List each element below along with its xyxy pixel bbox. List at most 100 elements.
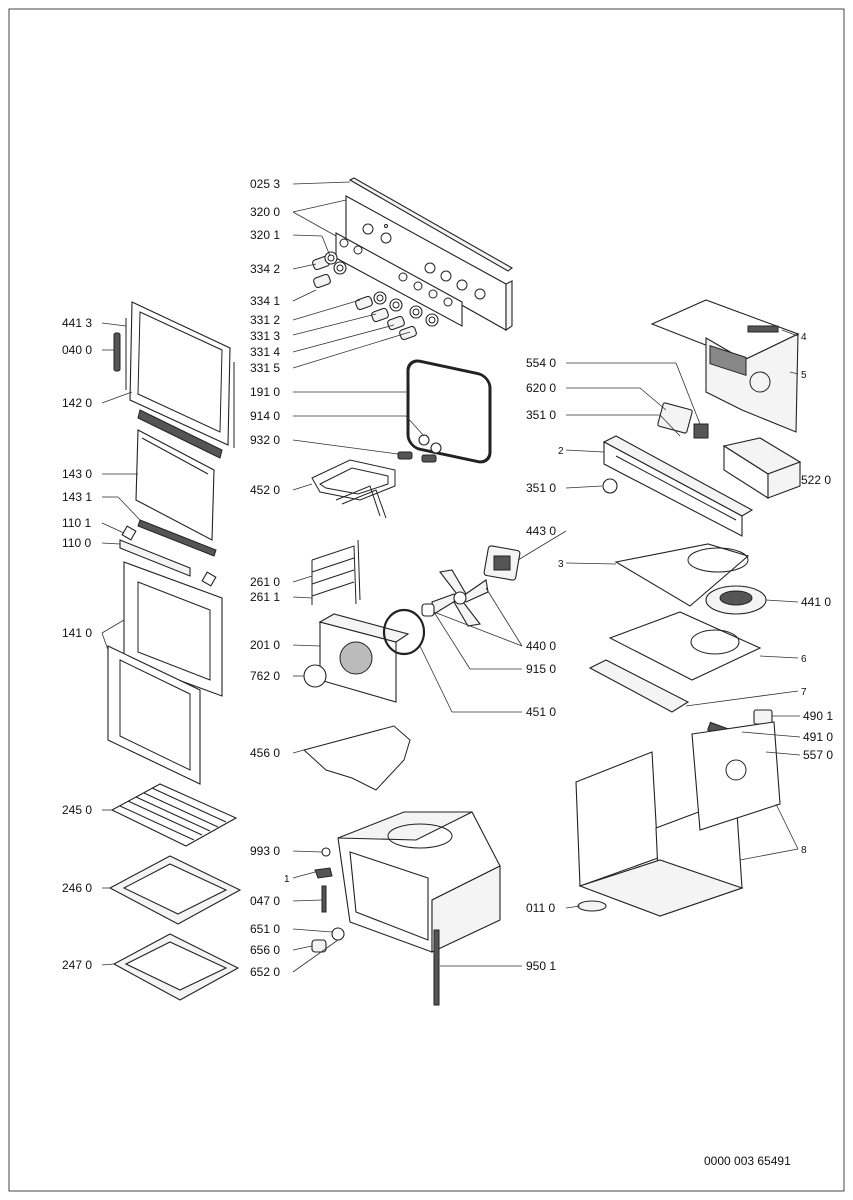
callout-331-2: 331 2	[250, 313, 280, 327]
callout-6: 6	[801, 654, 807, 665]
callout-452-0: 452 0	[250, 483, 280, 497]
callout-191-0: 191 0	[250, 385, 280, 399]
part-hinge-strip	[137, 519, 217, 557]
callout-320-0: 320 0	[250, 205, 280, 219]
part-terminal-block	[722, 437, 802, 500]
callout-441-0: 441 0	[801, 595, 831, 609]
part-oven-cavity	[337, 811, 501, 953]
callout-331-4: 331 4	[250, 345, 280, 359]
part-grid-shelf	[110, 783, 238, 847]
part-door-glass-rear	[107, 645, 201, 785]
part-knobs-331	[355, 291, 439, 341]
part-seal-strip	[433, 929, 440, 1006]
part-hub-915	[421, 603, 435, 617]
callout-320-1: 320 1	[250, 228, 280, 242]
part-inner-panel	[335, 232, 463, 327]
part-nut-914	[418, 434, 430, 446]
callout-443-0: 443 0	[526, 524, 556, 538]
callout-334-2: 334 2	[250, 262, 280, 276]
callout-331-5: 331 5	[250, 361, 280, 375]
callout-7: 7	[801, 687, 807, 698]
part-deflector-plate	[608, 611, 762, 681]
callout-554-0: 554 0	[526, 356, 556, 370]
callout-4: 4	[801, 332, 807, 343]
part-ring-element	[382, 608, 426, 656]
callout-011-0: 011 0	[526, 901, 555, 915]
part-oven-casing	[575, 721, 781, 917]
callout-143-0: 143 0	[62, 467, 92, 481]
callout-932-0: 932 0	[250, 433, 280, 447]
inner-panel-holes	[339, 238, 453, 307]
part-fan-motor	[483, 545, 521, 581]
part-bar-110	[119, 539, 191, 577]
part-top-strip	[137, 409, 223, 459]
callout-3: 3	[558, 559, 564, 570]
callout-5: 5	[801, 370, 807, 381]
callout-261-0: 261 0	[250, 575, 280, 589]
part-fan-cover-top	[318, 613, 410, 643]
control-panel-knob-holes	[362, 223, 486, 300]
part-deep-tray	[112, 933, 240, 1001]
callout-labels: 025 3 320 0 320 1 334 2 334 1 331 2 331 …	[62, 177, 833, 979]
part-switch-620	[657, 402, 693, 434]
part-fan-plate	[614, 543, 750, 607]
part-hinge-110	[121, 525, 137, 541]
part-disc-762	[303, 664, 327, 688]
callout-8: 8	[801, 845, 807, 856]
callout-950-1: 950 1	[526, 959, 556, 973]
part-top-bracket	[650, 299, 800, 433]
part-shallow-tray	[108, 855, 242, 925]
callout-522-0: 522 0	[801, 473, 831, 487]
part-knobs-334	[312, 251, 347, 289]
callout-141-0: 141 0	[62, 626, 92, 640]
callout-110-1: 110 1	[62, 516, 91, 530]
fan-cover-grille	[339, 641, 373, 675]
callout-652-0: 652 0	[250, 965, 280, 979]
callout-245-0: 245 0	[62, 803, 92, 817]
callout-456-0: 456 0	[250, 746, 280, 760]
callout-651-0: 651 0	[250, 922, 280, 936]
part-door-frame-inner	[137, 311, 223, 433]
part-nut-914b	[430, 442, 442, 454]
part-small-fasteners	[311, 847, 345, 953]
part-tangential-fan	[705, 585, 767, 615]
callout-247-0: 247 0	[62, 958, 92, 972]
callout-557-0: 557 0	[803, 748, 833, 762]
callout-331-3: 331 3	[250, 329, 280, 343]
part-door-frame	[129, 301, 231, 446]
callout-201-0: 201 0	[250, 638, 280, 652]
part-top-trim	[348, 177, 514, 272]
callout-142-0: 142 0	[62, 396, 92, 410]
callout-143-1: 143 1	[62, 490, 92, 504]
part-control-panel-edge	[505, 280, 513, 332]
sheet-frame	[8, 8, 845, 1192]
part-cooling-duct	[602, 435, 754, 537]
part-front-strip	[588, 659, 690, 713]
part-timer-554	[693, 423, 709, 439]
part-shelf-supports	[311, 539, 361, 605]
part-fan-blade	[431, 569, 489, 627]
callout-110-0: 110 0	[62, 536, 91, 550]
callout-914-0: 914 0	[250, 409, 280, 423]
callout-620-0: 620 0	[526, 381, 556, 395]
callout-993-0: 993 0	[250, 844, 280, 858]
callout-246-0: 246 0	[62, 881, 92, 895]
callout-334-1: 334 1	[250, 294, 280, 308]
callout-491-0: 491 0	[803, 730, 833, 744]
part-door-seal	[406, 359, 492, 464]
callout-915-0: 915 0	[526, 662, 556, 676]
leader-lines	[101, 181, 801, 973]
callout-261-1: 261 1	[250, 590, 280, 604]
callout-451-0: 451 0	[526, 705, 556, 719]
part-door-glass-141	[123, 561, 223, 697]
part-handle-040	[113, 332, 121, 372]
part-grill-element	[311, 459, 396, 519]
part-lamp-490	[753, 709, 773, 725]
callout-441-3: 441 3	[62, 316, 92, 330]
part-drawings	[107, 177, 802, 1006]
part-springs-932	[397, 451, 437, 463]
part-lamp-351	[602, 478, 618, 494]
part-foot-011	[577, 900, 607, 912]
callout-1: 1	[284, 874, 290, 885]
